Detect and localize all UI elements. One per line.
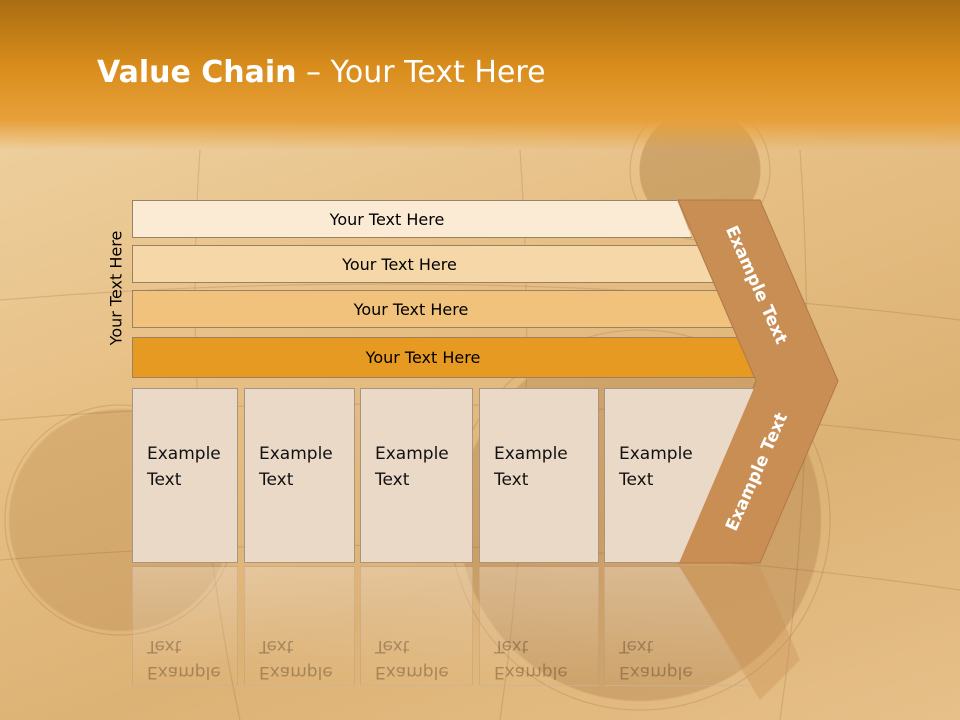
- bar-3-label: Your Text Here: [353, 299, 469, 319]
- bar-4: Your Text Here: [132, 337, 764, 378]
- bar-1: Your Text Here: [132, 200, 692, 238]
- cell-1-line2: Text: [147, 470, 182, 490]
- cell-3-line2: Text: [375, 470, 410, 490]
- title-bold: Value Chain: [97, 55, 297, 90]
- bar-2-label: Your Text Here: [342, 254, 457, 274]
- page-title: Value Chain – Your Text Here: [97, 55, 546, 90]
- bar-3: Your Text Here: [132, 290, 740, 328]
- bar-2: Your Text Here: [132, 245, 717, 283]
- cell-4: Example Text: [479, 388, 599, 563]
- cell-4-line1: Example: [494, 444, 568, 464]
- cell-2-line2: Text: [259, 470, 294, 490]
- cell-1-line1: Example: [147, 444, 221, 464]
- cell-5-line2: Text: [619, 470, 654, 490]
- cell-3-line1: Example: [375, 444, 449, 464]
- cell-2-line1: Example: [259, 444, 333, 464]
- bar-1-label: Your Text Here: [329, 209, 445, 229]
- cell-3: Example Text: [360, 388, 473, 563]
- cell-2: Example Text: [244, 388, 355, 563]
- cell-5-line1: Example: [619, 444, 693, 464]
- header-band: [0, 0, 960, 150]
- title-rest: – Your Text Here: [296, 55, 546, 90]
- cell-4-line2: Text: [494, 470, 529, 490]
- bar-4-label: Your Text Here: [365, 348, 481, 367]
- cell-1: Example Text: [132, 388, 238, 563]
